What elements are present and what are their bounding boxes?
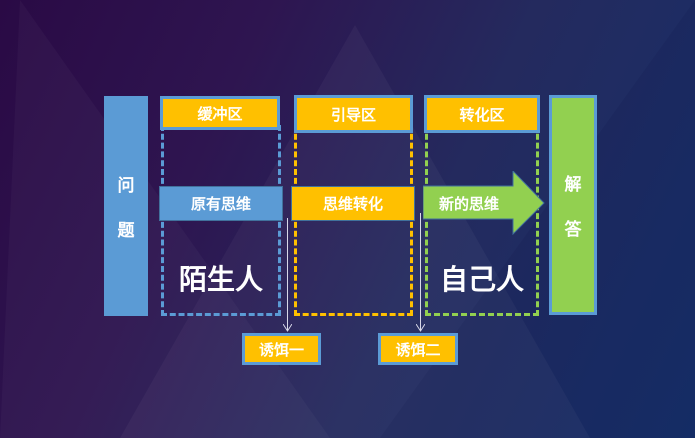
insider-label: 自己人 (439, 263, 524, 296)
bait-one-label: 诱饵一 (242, 333, 321, 365)
convert-zone-label: 转化区 (424, 95, 540, 133)
guide-zone-label: 引导区 (294, 95, 413, 133)
stranger-label: 陌生人 (178, 263, 263, 296)
bait-one-arrowhead-icon (283, 324, 292, 332)
convert-zone-box (425, 125, 539, 316)
answer-bar: 解 答 (549, 95, 597, 315)
buffer-zone-label: 缓冲区 (160, 96, 280, 130)
problem-bar: 问 题 (104, 96, 148, 316)
bait-two-arrowhead-icon (416, 324, 425, 332)
original-thinking-bar: 原有思维 (159, 186, 283, 221)
problem-char-1: 问 (117, 176, 135, 196)
new-thinking-label: 新的思维 (438, 195, 499, 213)
new-thinking-arrow-icon (423, 171, 545, 235)
answer-char-2: 答 (564, 220, 582, 240)
answer-char-1: 解 (564, 175, 582, 195)
bait-two-label: 诱饵二 (378, 333, 458, 365)
thinking-transform-bar: 思维转化 (291, 186, 415, 221)
problem-char-2: 题 (117, 221, 135, 241)
bait-one-arrow-line (287, 218, 288, 330)
bait-two-arrow-line (420, 213, 421, 330)
